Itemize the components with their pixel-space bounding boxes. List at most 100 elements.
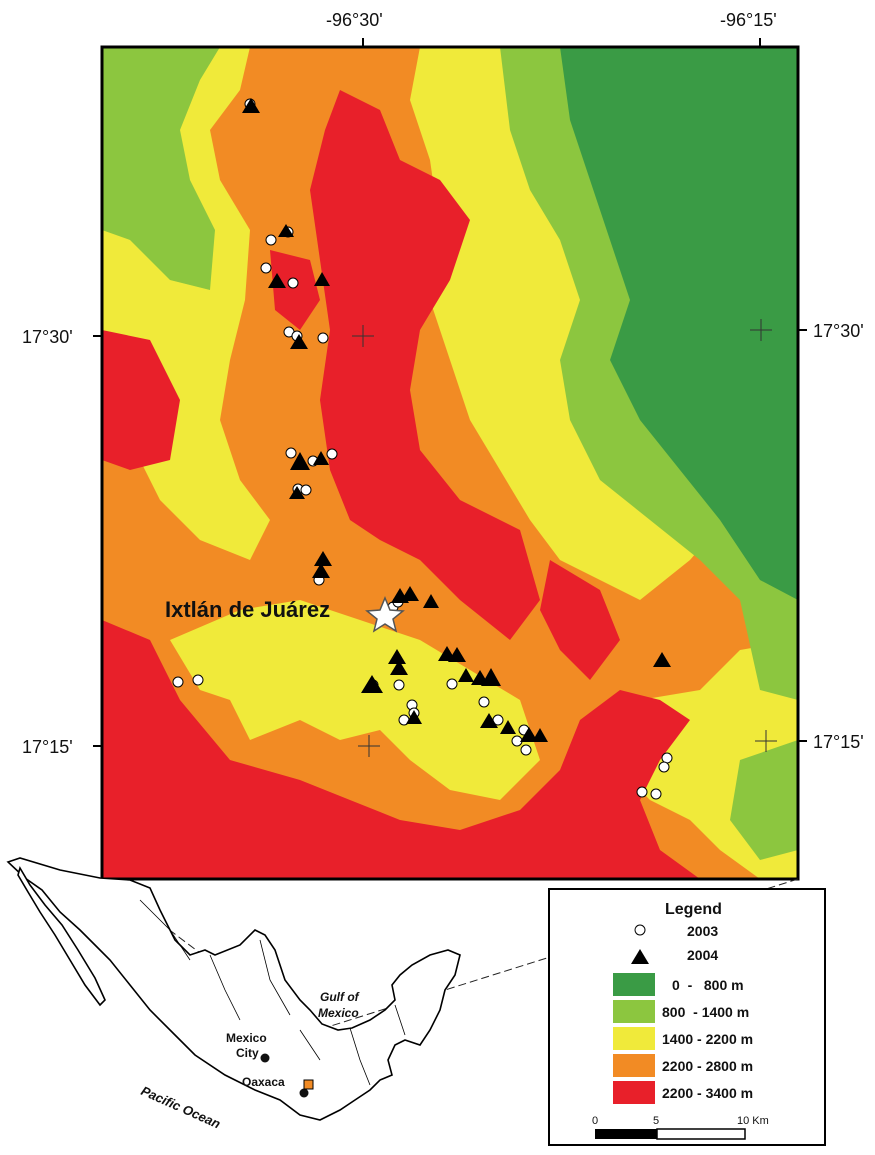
site-2004-marker [242,98,260,113]
sites-2004 [242,98,671,742]
legend-range-800-1400: 800 - 1400 m [662,1004,749,1020]
sites-2003 [172,98,673,800]
legend-2004-symbol [631,949,649,964]
site-2003-marker [478,696,490,708]
legend-2004-label: 2004 [687,947,718,963]
site-2003-marker [260,262,272,274]
site-2004-marker [290,334,308,349]
site-2004-marker [480,713,498,728]
coord-label-right-upper: 17°30' [813,321,864,341]
scale-bar: 0 5 10 Km [592,1115,769,1140]
elevation-band-2800-3400-southwest [102,620,700,879]
legend-range-0-800: 0 - 800 m [672,977,744,993]
elevation-band-0-800 [560,47,798,600]
site-2003-marker [285,447,297,459]
map-frame [100,45,800,881]
site-2004-marker [314,551,332,566]
legend-range-2200-2800: 2200 - 2800 m [662,1058,753,1074]
scale-label-5: 5 [653,1115,659,1127]
mexico-inset: Mexico City Oaxaca Gulf of Mexico Pacifi… [6,857,461,1131]
town-label: Ixtlán de Juárez [165,597,330,622]
pacific-ocean-label: Pacific Ocean [139,1083,223,1131]
oaxaca-label: Oaxaca [242,1075,285,1089]
coord-label-left-lower: 17°15' [22,737,73,757]
site-2004-marker [268,273,286,288]
site-2003-marker [520,744,532,756]
gulf-label-line1: Gulf of [320,990,360,1004]
mexico-city-label-line2: City [236,1046,259,1060]
graticule-crosses [352,319,777,757]
coord-label-right-lower: 17°15' [813,732,864,752]
site-2003-marker [511,735,523,747]
site-2004-marker [388,649,406,664]
coord-label-top-left: -96°30' [326,10,383,30]
baja-california-outline [17,865,106,1007]
gulf-label-line2: Mexico [318,1006,359,1020]
mexico-outline [6,857,461,1121]
elevation-band-800-1400-southeast [730,740,798,860]
legend-frame [548,888,826,1146]
legend-swatch-2800-3400 [613,1081,655,1104]
site-2004-marker [458,668,474,682]
site-2004-marker [390,660,408,675]
site-2003-marker [393,679,405,691]
site-2004-marker [401,586,419,601]
site-2004-marker [520,727,538,742]
coord-label-left-upper: 17°30' [22,327,73,347]
site-2003-marker [650,788,662,800]
legend-2003-label: 2003 [687,923,718,939]
elevation-band-2800-3400-central [310,90,540,640]
scale-label-10: 10 Km [737,1115,769,1127]
site-2003-marker [287,277,299,289]
site-2004-marker [313,451,329,465]
legend-range-1400-2200: 1400 - 2200 m [662,1031,753,1047]
scale-segment-white [656,1128,746,1140]
site-2004-marker [481,668,501,686]
site-2004-marker [532,728,548,742]
elevation-map [102,47,798,879]
site-2004-marker [500,720,516,734]
town-star-icon [365,596,405,633]
legend-2003-symbol [634,924,646,936]
legend-swatch-2200-2800 [613,1054,655,1077]
site-2004-marker [289,486,305,499]
elevation-band-2800-3400-west [102,330,180,470]
mexico-internal-borders [139,899,406,1086]
site-2003-marker [317,332,329,344]
elevation-band-800-1400-west [102,47,220,290]
site-2003-marker [658,761,670,773]
oaxaca-dot [299,1088,309,1098]
site-2003-marker [172,676,184,688]
site-2004-marker [312,563,330,578]
mexico-city-dot [260,1053,270,1063]
study-area-marker [303,1079,314,1090]
site-2004-marker [448,647,466,662]
site-2004-marker [361,675,383,693]
site-2004-marker [290,452,310,470]
legend-swatch-800-1400 [613,1000,655,1023]
site-2003-marker [265,234,277,246]
elevation-band-2800-3400-northwest [270,250,320,330]
scale-segment-black [595,1129,657,1139]
scale-label-0: 0 [592,1115,598,1127]
site-2003-marker [300,484,312,496]
site-2004-marker [406,710,422,724]
site-2003-marker [326,448,338,460]
site-2004-marker [653,652,671,667]
legend-swatch-1400-2200 [613,1027,655,1050]
site-2003-marker [192,674,204,686]
elevation-band-2800-3400-east [540,560,620,680]
site-2004-marker [423,594,439,608]
coord-label-top-right: -96°15' [720,10,777,30]
legend-range-2800-3400: 2200 - 3400 m [662,1085,753,1101]
mexico-city-label-line1: Mexico [226,1031,267,1045]
legend-title: Legend [665,901,722,918]
elevation-band-1400-2200-center [170,600,540,800]
site-2003-marker [446,678,458,690]
coordinate-ticks [93,38,807,747]
site-2004-marker [314,272,330,286]
site-2003-marker [636,786,648,798]
site-2004-marker [278,224,294,237]
legend-box: Legend 2003 2004 0 - 800 m 800 - 1400 m … [548,888,826,1146]
